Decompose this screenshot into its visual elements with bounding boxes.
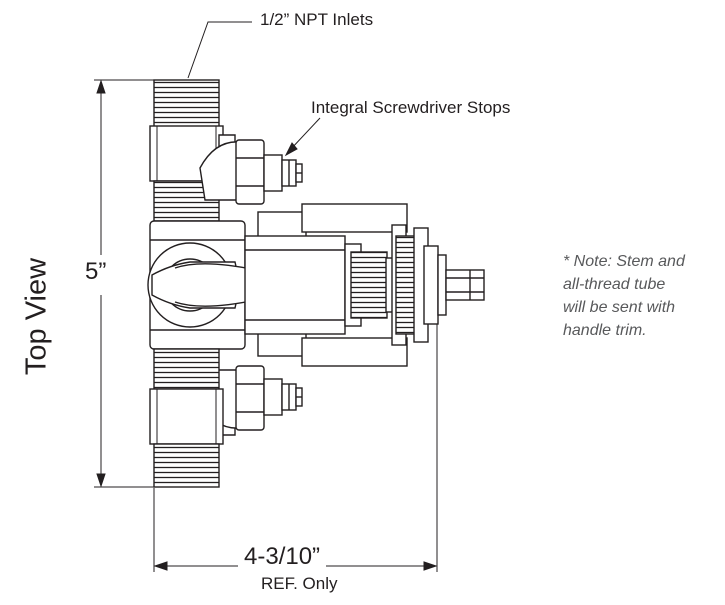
width-reference-note: REF. Only — [261, 574, 338, 593]
upper-stop-block — [199, 134, 303, 205]
stem-note-line: will be sent with — [563, 299, 676, 316]
cartridge-housing — [244, 203, 447, 367]
inlets-leader — [187, 21, 252, 79]
width-dimension-label: 4-3/10” — [238, 543, 327, 571]
screwdriver-stops-callout-label: Integral Screwdriver Stops — [311, 98, 511, 117]
view-title: Top View — [20, 257, 53, 376]
valve-body — [147, 220, 287, 350]
stem-note-line: handle trim. — [563, 322, 647, 339]
valve-stem — [445, 269, 485, 301]
height-dimension-label: 5” — [85, 258, 107, 285]
stem-note: * Note: Stem and all-thread tube will be… — [563, 250, 685, 342]
lower-inlet-pipe — [149, 348, 224, 488]
stem-note-line: all-thread tube — [563, 276, 666, 293]
width-dimension-line — [153, 292, 438, 572]
stops-leader — [284, 117, 321, 157]
stem-note-line: * Note: Stem and — [563, 253, 685, 270]
inlets-callout-label: 1/2” NPT Inlets — [260, 10, 374, 29]
height-dimension-line — [94, 79, 155, 488]
